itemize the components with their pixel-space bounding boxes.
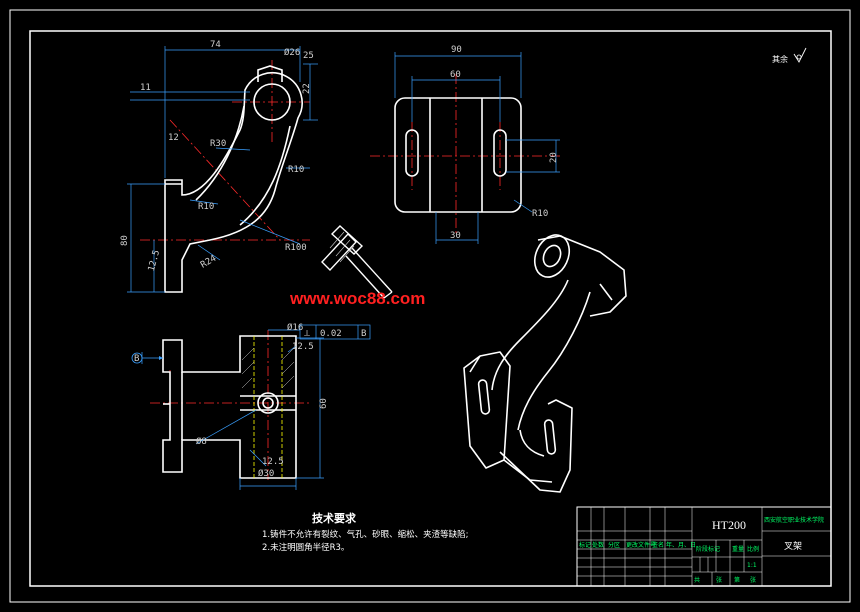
dim-tolerance: 0.02	[320, 329, 342, 339]
datum-b-circle	[131, 352, 143, 364]
tb-label-sign: 签名	[652, 541, 664, 549]
dim-r10-top: R10	[532, 209, 548, 219]
dim-26: Ø26	[284, 47, 300, 58]
tb-sheet-total: 共	[694, 576, 700, 584]
datum-b-label: B	[134, 354, 139, 364]
tech-requirements: 技术要求 1.铸件不允许有裂纹、气孔、砂眼、缩松、夹渣等缺陷; 2.未注明圆角半…	[262, 511, 468, 553]
dim-60-top: 60	[450, 70, 461, 80]
tb-scale-label: 比例	[747, 545, 759, 553]
dim-25: 25	[303, 51, 314, 61]
isometric-view	[463, 234, 627, 493]
front-view: B Ø16 ⟂ 0.02 B 12.5 60 12.5 Ø30 Ø8	[131, 322, 371, 490]
dim-r10-b: R10	[288, 165, 304, 175]
dim-20: 20	[549, 152, 559, 163]
dim-r10-a: R10	[198, 202, 214, 212]
dim-30-top: 30	[450, 231, 461, 241]
dim-r30: R30	[210, 139, 226, 149]
tb-company: 西安航空职业技术学院	[764, 516, 824, 524]
dim-80: 80	[120, 235, 130, 246]
dim-r100: R100	[285, 243, 307, 253]
dim-12-5-rough: 12.5	[292, 342, 314, 352]
surface-finish-note: 其余	[772, 47, 807, 64]
dim-8: Ø8	[196, 436, 207, 447]
dim-30-front: Ø30	[258, 468, 274, 479]
tech-item-1: 1.铸件不允许有裂纹、气孔、砂眼、缩松、夹渣等缺陷;	[262, 529, 468, 540]
tb-label-count: 处数	[592, 541, 604, 549]
tb-label-mark: 标记	[579, 541, 591, 549]
tb-sheet-unit-2: 张	[750, 576, 756, 584]
tb-weight-label: 重量	[732, 545, 744, 553]
dim-bore: Ø16	[287, 322, 303, 333]
flatness-symbol: ⟂	[304, 329, 310, 339]
tb-material: HT200	[712, 518, 746, 532]
dim-12: 12	[168, 133, 179, 143]
tb-label-date: 年、月、日	[666, 541, 696, 549]
dim-12-5-bottom: 12.5	[262, 457, 284, 467]
watermark: www.woc88.com	[289, 289, 425, 308]
tb-stage-label: 阶段标记	[696, 545, 720, 553]
dim-datum-ref: B	[361, 329, 366, 339]
title-block: 标记 处数 分区 更改文件号 签名 年、月、日 HT200 西安航空职业技术学院…	[576, 506, 832, 587]
tech-title: 技术要求	[312, 511, 357, 525]
dim-74: 74	[210, 40, 221, 50]
dim-90: 90	[451, 45, 462, 55]
tb-sheet-unit-1: 张	[716, 576, 722, 584]
tb-sheet-no: 第	[734, 576, 740, 584]
outer-border	[9, 9, 851, 603]
top-view: 90 60 20 30 R10	[370, 45, 560, 244]
tb-label-zone: 分区	[608, 541, 620, 549]
tb-label-change: 更改文件号	[626, 541, 656, 549]
section-detail	[321, 225, 393, 299]
surface-finish-label: 其余	[772, 54, 788, 64]
tb-part-name: 叉架	[784, 541, 802, 552]
side-view: 74 Ø26 25 22 11 12 R30 R10 R10 R100 R24 …	[120, 40, 318, 293]
dim-60-front: 60	[319, 398, 329, 409]
inner-border	[29, 30, 832, 587]
dim-22: 22	[302, 83, 312, 94]
tb-scale-value: 1:1	[747, 562, 757, 569]
tech-item-2: 2.未注明圆角半径R3。	[262, 542, 349, 553]
dim-11: 11	[140, 83, 151, 93]
